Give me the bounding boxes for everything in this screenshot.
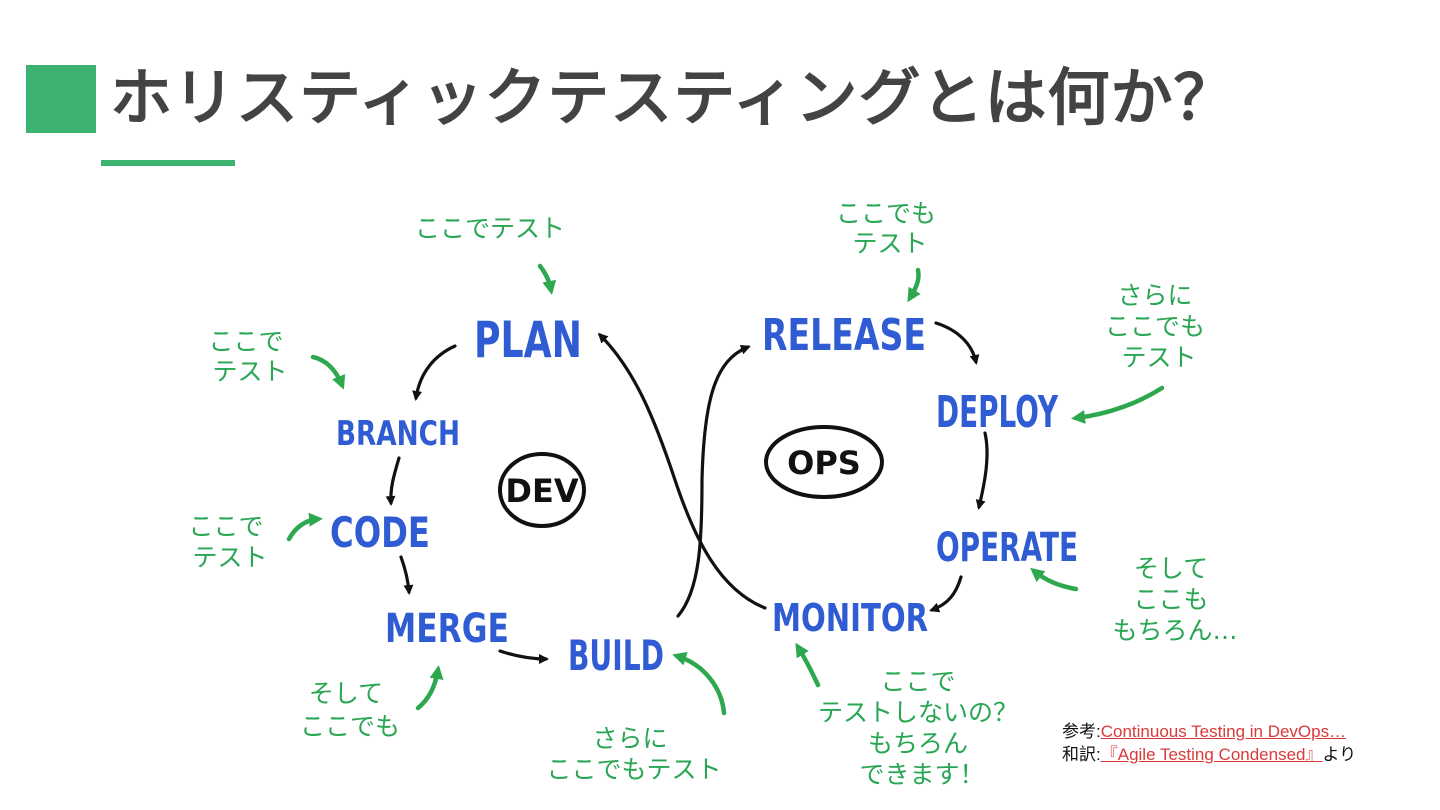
note-deploy-line-3: テスト: [1121, 343, 1196, 372]
green-arrow-monitor: [795, 642, 821, 688]
green-arrow-code: [286, 512, 323, 542]
note-merge-line-2: ここでも: [300, 712, 400, 741]
stage-plan: PLAN: [474, 311, 582, 369]
credits: 参考:Continuous Testing in DevOps… 和訳:『Agi…: [1062, 720, 1356, 766]
arrow-build-to-release: [676, 344, 751, 618]
reference-line: 参考:Continuous Testing in DevOps…: [1062, 720, 1356, 743]
translation-link[interactable]: 『Agile Testing Condensed』: [1100, 745, 1323, 764]
stage-code: CODE: [330, 508, 430, 557]
note-monitor-line-4: できます！: [859, 760, 984, 789]
green-arrow-deploy: [1071, 385, 1165, 424]
note-deploy-line-1: さらに: [1118, 281, 1193, 310]
stage-monitor: MONITOR: [772, 596, 928, 640]
note-monitor-line-1: ここで: [881, 667, 956, 696]
note-plan-line: ここでテスト: [415, 214, 565, 243]
title-underline: [101, 160, 235, 166]
note-monitor-line-2: テストしないの？: [818, 698, 1018, 727]
arrow-merge-to-build: [498, 649, 549, 664]
arrow-monitor-to-plan: [597, 332, 767, 610]
note-monitor-line-3: もちろん: [868, 729, 968, 758]
note-code-line-2: テスト: [192, 543, 267, 572]
ops-circle: [764, 425, 884, 499]
translation-suffix: より: [1322, 745, 1357, 764]
note-branch-line-2: テスト: [212, 357, 287, 386]
note-code: ここで テスト: [189, 512, 272, 572]
note-branch-line-1: ここで: [209, 327, 284, 356]
translation-prefix: 和訳:: [1062, 745, 1101, 764]
note-operate-line-3: もちろん…: [1112, 616, 1237, 645]
arrow-code-to-merge: [399, 555, 414, 595]
arrow-branch-to-code: [385, 456, 401, 506]
note-build-line-2: ここでもテスト: [546, 755, 721, 784]
note-merge: そして ここでも: [300, 679, 400, 741]
title-accent-square: [26, 65, 96, 133]
green-arrow-release: [907, 267, 921, 303]
dev-circle: [498, 452, 586, 528]
note-deploy-line-2: ここでも: [1105, 312, 1205, 341]
green-arrow-plan: [537, 263, 557, 295]
arrow-plan-to-branch: [412, 344, 457, 401]
stage-build: BUILD: [568, 631, 664, 680]
stage-merge: MERGE: [385, 606, 509, 652]
stage-deploy: DEPLOY: [936, 387, 1059, 438]
note-release-line-1: ここでも: [836, 199, 936, 228]
green-arrow-operate: [1030, 567, 1079, 592]
note-build-line-1: さらに: [593, 724, 668, 753]
note-deploy: さらに ここでも テスト: [1105, 281, 1213, 372]
arrow-operate-to-monitor: [929, 575, 963, 613]
arrow-deploy-to-operate: [975, 431, 989, 510]
arrow-release-to-deploy: [934, 321, 980, 365]
note-release-line-2: テスト: [852, 229, 927, 258]
dev-label: DEV: [505, 472, 578, 510]
note-release: ここでも テスト: [836, 199, 944, 258]
translation-line: 和訳:『Agile Testing Condensed』より: [1062, 743, 1356, 766]
reference-link[interactable]: Continuous Testing in DevOps…: [1100, 722, 1347, 741]
stage-release: RELEASE: [762, 310, 926, 361]
note-build: さらに ここでもテスト: [546, 724, 721, 784]
note-branch: ここで テスト: [209, 327, 292, 386]
green-arrow-merge: [415, 665, 444, 711]
green-arrow-branch: [310, 354, 346, 390]
stage-branch: BRANCH: [336, 414, 460, 454]
note-operate-line-1: そして: [1134, 554, 1208, 583]
note-plan: ここでテスト: [415, 214, 565, 243]
note-code-line-1: ここで: [189, 512, 264, 541]
note-merge-line-1: そして: [309, 679, 383, 708]
note-monitor: ここで テストしないの？ もちろん できます！: [818, 667, 1026, 789]
page-title: ホリスティックテスティングとは何か？: [110, 61, 1237, 134]
ops-label: OPS: [787, 444, 861, 482]
reference-prefix: 参考:: [1062, 722, 1101, 741]
note-operate: そして ここも もちろん…: [1112, 554, 1237, 645]
note-operate-line-2: ここも: [1134, 585, 1209, 614]
stage-operate: OPERATE: [936, 525, 1078, 571]
green-arrow-build: [672, 651, 727, 716]
